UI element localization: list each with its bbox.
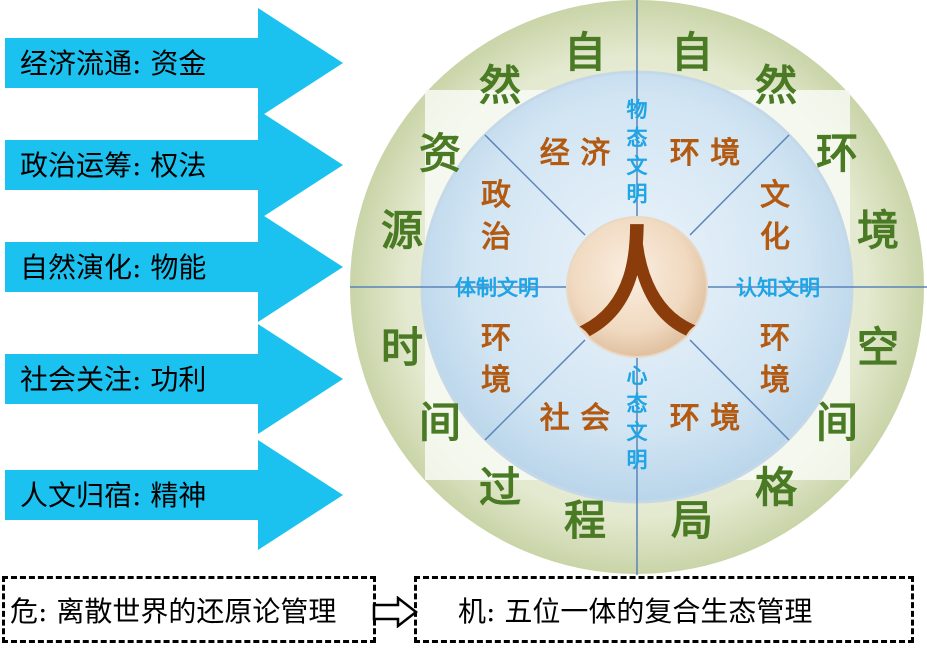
arrow-shape [5,110,343,220]
material-civ-2: 文 [627,154,649,178]
culture-label-0: 文 [760,178,790,213]
outer-left-3: 间 [419,398,461,447]
opportunity-text: 机: 五位一体的复合生态管理 [458,595,813,628]
arrow-label: 人文归宿: 精神 [20,479,207,512]
politics-env-0: 环 [481,321,511,356]
politics-label-0: 政 [481,178,511,213]
arrow-label: 自然演化: 物能 [20,251,207,284]
culture-env-0: 环 [760,321,790,356]
outer-bottom-right-0: 局 [671,496,713,545]
center-label: 人 [578,215,696,353]
arrow-label: 社会关注: 功利 [20,363,207,396]
culture-label-1: 化 [760,220,790,255]
mental-civ-3: 明 [627,448,648,472]
society-label: 社 会 [540,401,610,436]
material-civ-0: 物 [627,98,648,122]
arrow-shape [5,440,343,550]
arrow-humanity: 人文归宿: 精神 [0,440,345,550]
outer-left-0: 资 [419,129,461,178]
outer-left-1: 源 [381,206,423,255]
culture-env-1: 境 [760,363,790,398]
econ-label: 经 济 [540,136,611,171]
danger-text: 危: 离散世界的还原论管理 [10,595,337,628]
outer-right-0: 环 [816,129,858,178]
outer-bottom-left-1: 程 [564,496,606,545]
arrow-shape [5,8,343,118]
arrow-label: 政治运筹: 权法 [20,149,207,182]
arrow-label: 经济流通: 资金 [20,47,207,80]
outer-right-2: 空 [857,323,899,372]
cognitive-civ: 认知文明 [736,276,820,300]
arrow-economy: 经济流通: 资金 [0,8,345,118]
center-circle [566,216,708,358]
outer-right-3: 间 [816,398,858,447]
econ-env-label: 环 境 [670,136,740,171]
outer-right-1: 境 [857,206,899,255]
outer-left-2: 时 [381,323,423,372]
mental-civ-1: 态 [627,392,648,416]
arrow-nature: 自然演化: 物能 [0,212,345,322]
mental-civ-2: 文 [627,420,649,444]
outer-top-right-1: 然 [755,61,797,110]
mental-civ-0: 心 [627,364,648,388]
outer-top-left-1: 自 [564,28,606,77]
material-civ-3: 明 [627,182,648,206]
arrow-shape [5,324,343,434]
outer-bottom-right-1: 格 [755,463,798,512]
outer-top-right-0: 自 [671,28,713,77]
outer-bottom-left-0: 过 [479,463,521,512]
material-civ-1: 态 [627,126,648,150]
society-env-label: 环 境 [670,401,740,436]
arrow-shape [5,212,343,322]
opportunity-box [414,576,914,643]
arrow-society: 社会关注: 功利 [0,324,345,434]
right-arrow-icon [372,596,418,628]
eco-wheel: 人 自 然 自 然 资 源 时 间 环 境 空 间 过 程 格 局 经 济 环 … [350,0,927,575]
outer-top-left-0: 然 [479,61,521,110]
institutional-civ: 体制文明 [455,276,539,300]
arrow-politics: 政治运筹: 权法 [0,110,345,220]
politics-env-1: 境 [481,363,511,398]
politics-label-1: 治 [481,220,511,255]
